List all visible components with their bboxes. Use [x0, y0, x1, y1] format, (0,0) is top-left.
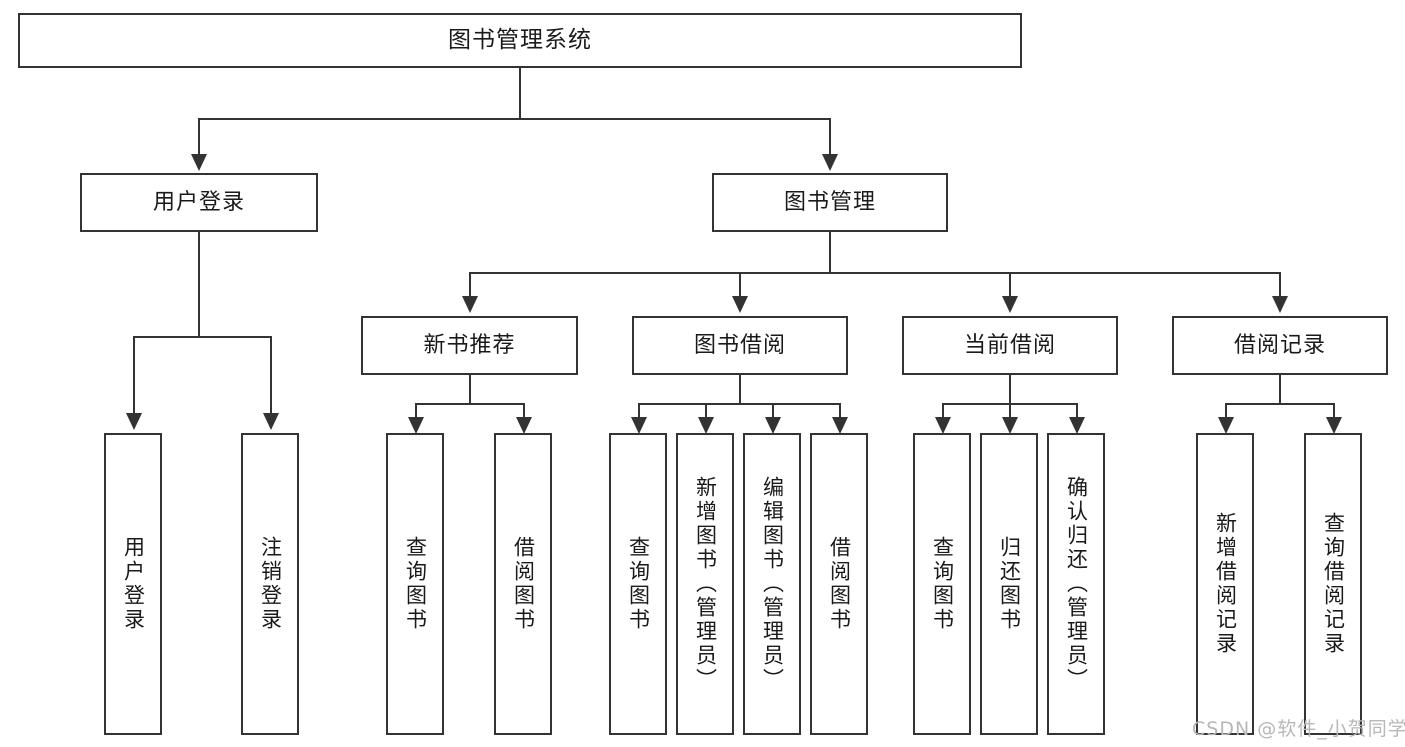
arrow-down-icon: [1002, 417, 1018, 434]
leaf-add-book-admin[interactable]: 新增图书（管理员）: [676, 433, 734, 735]
leaf-confirm-return-admin[interactable]: 确认归还（管理员）: [1047, 433, 1105, 735]
node-new-book-recommend[interactable]: 新书推荐: [361, 316, 578, 375]
node-label: 借阅图书: [511, 536, 536, 632]
leaf-borrow-book[interactable]: 借阅图书: [810, 433, 868, 735]
leaf-return-book[interactable]: 归还图书: [980, 433, 1038, 735]
connector-book-borrow-stem: [739, 375, 741, 403]
connector-borrow-record-leaf-1: [1225, 403, 1227, 419]
connector-user-login-stem: [198, 232, 200, 336]
connector-current-borrow-leaf-3: [1076, 403, 1078, 419]
node-book-management[interactable]: 图书管理: [712, 173, 948, 232]
connector-user-login-leaf-2: [270, 336, 272, 415]
node-label: 新增借阅记录: [1213, 512, 1238, 656]
node-root-system[interactable]: 图书管理系统: [18, 13, 1022, 68]
connector-current-borrow-leaf-1: [942, 403, 944, 419]
node-label: 用户登录: [152, 189, 245, 215]
node-label: 查询图书: [930, 536, 955, 632]
arrow-down-icon: [698, 417, 714, 434]
node-label: 借阅图书: [827, 536, 852, 632]
node-current-borrow[interactable]: 当前借阅: [902, 316, 1118, 375]
arrow-down-icon: [126, 413, 142, 430]
node-label: 归还图书: [997, 536, 1022, 632]
connector-book-manage-bus: [469, 272, 1281, 274]
node-user-login[interactable]: 用户登录: [80, 173, 318, 232]
arrow-down-icon: [832, 417, 848, 434]
connector-book-manage-child-3: [1009, 272, 1011, 298]
leaf-query-borrow-record[interactable]: 查询借阅记录: [1304, 433, 1362, 735]
connector-root-to-book-manage: [829, 118, 831, 156]
node-label: 查询借阅记录: [1321, 512, 1346, 656]
node-label: 借阅记录: [1233, 332, 1326, 358]
connector-book-manage-child-1: [469, 272, 471, 298]
arrow-down-icon: [263, 413, 279, 430]
leaf-query-book-borrow[interactable]: 查询图书: [609, 433, 667, 735]
leaf-edit-book-admin[interactable]: 编辑图书（管理员）: [743, 433, 801, 735]
connector-root-to-user-login: [198, 118, 200, 156]
arrow-down-icon: [462, 296, 478, 313]
node-borrow-record[interactable]: 借阅记录: [1172, 316, 1388, 375]
leaf-add-borrow-record[interactable]: 新增借阅记录: [1196, 433, 1254, 735]
node-label: 图书管理系统: [448, 27, 592, 54]
connector-current-borrow-leaf-2: [1009, 403, 1011, 419]
node-book-borrow[interactable]: 图书借阅: [632, 316, 848, 375]
csdn-watermark: CSDN @软件_小贺同学: [1192, 718, 1405, 740]
arrow-down-icon: [408, 417, 424, 434]
leaf-user-logout[interactable]: 注销登录: [241, 433, 299, 735]
connector-root-stem: [519, 68, 521, 118]
arrow-down-icon: [191, 154, 207, 171]
connector-new-book-stem: [469, 375, 471, 403]
connector-borrow-record-leaf-2: [1333, 403, 1335, 419]
arrow-down-icon: [516, 417, 532, 434]
node-label: 注销登录: [258, 536, 283, 632]
node-label: 查询图书: [626, 536, 651, 632]
connector-root-bus: [198, 118, 831, 120]
connector-book-manage-child-2: [739, 272, 741, 298]
arrow-down-icon: [1272, 296, 1288, 313]
arrow-down-icon: [1218, 417, 1234, 434]
node-label: 当前借阅: [963, 332, 1056, 358]
arrow-down-icon: [935, 417, 951, 434]
node-label: 新书推荐: [423, 332, 516, 358]
leaf-user-login[interactable]: 用户登录: [104, 433, 162, 735]
node-label: 确认归还（管理员）: [1064, 476, 1089, 692]
connector-book-borrow-leaf-1: [638, 403, 640, 419]
node-label: 编辑图书（管理员）: [760, 476, 785, 692]
leaf-query-book-current[interactable]: 查询图书: [913, 433, 971, 735]
connector-book-borrow-leaf-3: [772, 403, 774, 419]
connector-user-login-leaf-1: [133, 336, 135, 415]
arrow-down-icon: [822, 154, 838, 171]
connector-new-book-bus: [415, 403, 525, 405]
arrow-down-icon: [732, 296, 748, 313]
arrow-down-icon: [1002, 296, 1018, 313]
connector-new-book-leaf-2: [523, 403, 525, 419]
arrow-down-icon: [631, 417, 647, 434]
connector-borrow-record-stem: [1279, 375, 1281, 403]
node-label: 查询图书: [403, 536, 428, 632]
node-label: 图书管理: [783, 189, 876, 215]
connector-book-borrow-leaf-4: [839, 403, 841, 419]
connector-book-borrow-leaf-2: [705, 403, 707, 419]
node-label: 新增图书（管理员）: [693, 476, 718, 692]
connector-borrow-record-bus: [1225, 403, 1335, 405]
connector-book-manage-child-4: [1279, 272, 1281, 298]
connector-book-manage-stem: [829, 232, 831, 272]
connector-user-login-bus: [133, 336, 272, 338]
arrow-down-icon: [1326, 417, 1342, 434]
arrow-down-icon: [1069, 417, 1085, 434]
arrow-down-icon: [765, 417, 781, 434]
node-label: 用户登录: [121, 536, 146, 632]
node-label: 图书借阅: [693, 332, 786, 358]
leaf-query-book-recommend[interactable]: 查询图书: [386, 433, 444, 735]
connector-current-borrow-stem: [1009, 375, 1011, 403]
connector-book-borrow-bus: [638, 403, 841, 405]
leaf-borrow-book-recommend[interactable]: 借阅图书: [494, 433, 552, 735]
connector-new-book-leaf-1: [415, 403, 417, 419]
